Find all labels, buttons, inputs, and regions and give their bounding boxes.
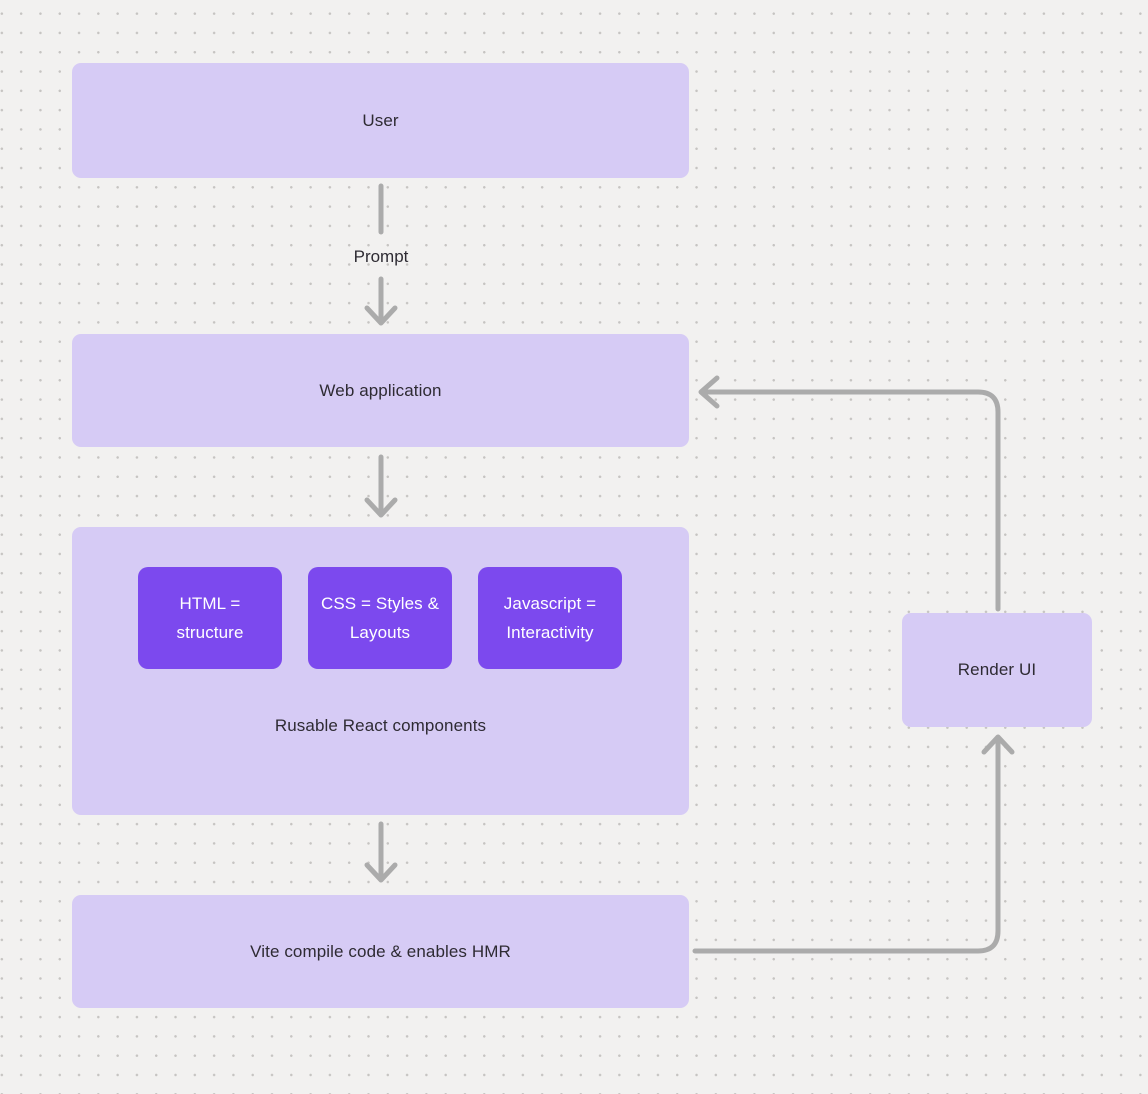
arrowhead-down-icon xyxy=(364,862,398,883)
connector-line[interactable] xyxy=(692,739,1001,954)
node-user-label: User xyxy=(362,110,399,130)
connector-line[interactable] xyxy=(701,389,1001,612)
chip-javascript-label: Javascript = Interactivity xyxy=(503,594,597,642)
connector-renderui-to-webapp[interactable] xyxy=(698,375,1001,612)
node-web-application-label: Web application xyxy=(319,380,442,400)
node-render-ui[interactable]: Render UI xyxy=(902,613,1092,727)
node-web-application[interactable]: Web application xyxy=(72,334,689,447)
node-vite-label: Vite compile code & enables HMR xyxy=(250,941,511,961)
connector-vite-to-renderui[interactable] xyxy=(692,734,1015,954)
chip-javascript[interactable]: Javascript = Interactivity xyxy=(478,567,622,669)
edge-label-prompt[interactable]: Prompt xyxy=(353,247,409,266)
connector-user-to-webapp[interactable] xyxy=(364,183,398,326)
node-vite[interactable]: Vite compile code & enables HMR xyxy=(72,895,689,1008)
arrowhead-left-icon xyxy=(698,375,720,409)
group-react-components[interactable]: HTML = structure CSS = Styles & Layouts … xyxy=(72,527,689,815)
chip-html[interactable]: HTML = structure xyxy=(138,567,282,669)
chip-css[interactable]: CSS = Styles & Layouts xyxy=(308,567,452,669)
arrowhead-down-icon xyxy=(364,497,398,518)
node-user[interactable]: User xyxy=(72,63,689,178)
arrowhead-up-icon xyxy=(981,734,1015,755)
chip-css-label: CSS = Styles & Layouts xyxy=(320,594,440,642)
arrowhead-down-icon xyxy=(364,305,398,326)
group-caption: Rusable React components xyxy=(274,716,487,735)
connector-components-to-vite[interactable] xyxy=(364,821,398,883)
chip-html-label: HTML = structure xyxy=(176,594,244,642)
connector-webapp-to-components[interactable] xyxy=(364,454,398,518)
node-render-ui-label: Render UI xyxy=(957,660,1037,679)
